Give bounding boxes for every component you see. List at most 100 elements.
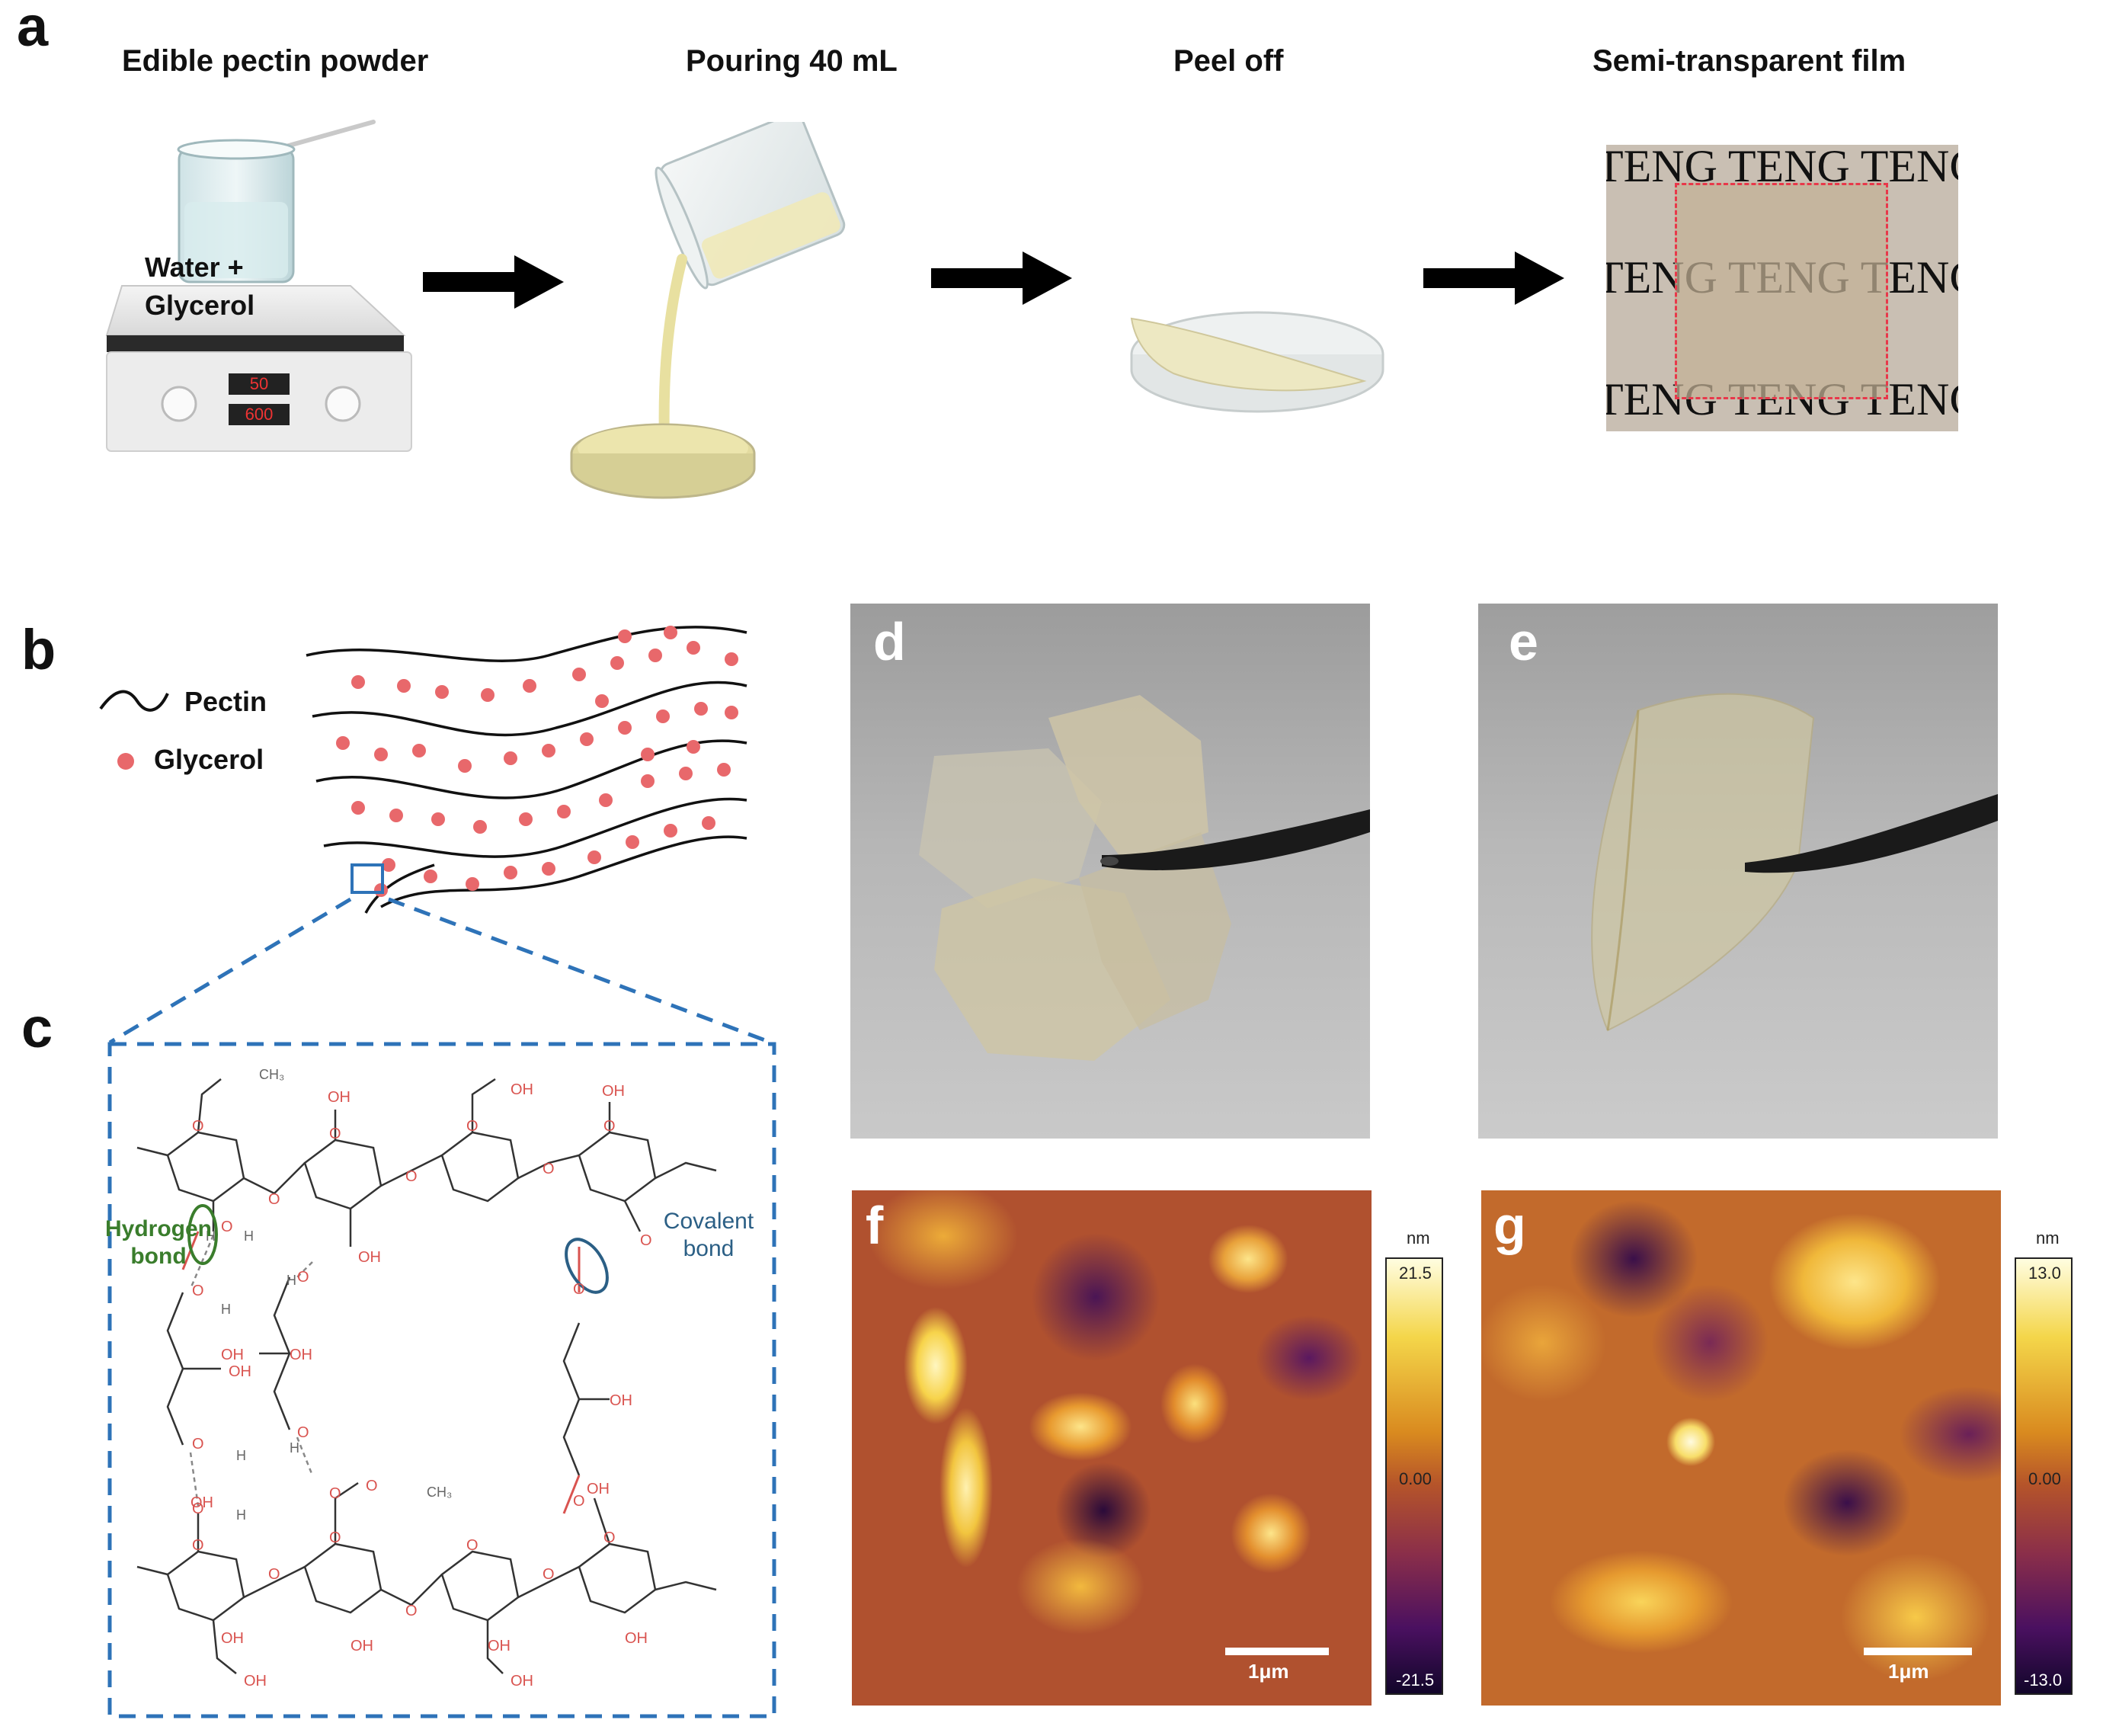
atom-oh: OH <box>190 1494 213 1511</box>
atom-oh: OH <box>350 1638 373 1654</box>
step-title-1: Edible pectin powder <box>122 44 429 78</box>
panel-b-letter: b <box>21 618 56 681</box>
colorbar-f-max: 21.5 <box>1399 1264 1432 1283</box>
atom-oh: OH <box>602 1083 625 1100</box>
panel-f-letter: f <box>866 1196 884 1255</box>
atom-h: H <box>244 1228 254 1244</box>
atom-oh: OH <box>488 1638 511 1654</box>
atom-h: H <box>290 1440 299 1456</box>
atom-o: O <box>543 1161 555 1177</box>
atom-h: H <box>236 1448 246 1463</box>
atom-o: O <box>329 1485 341 1502</box>
colorbar-g-mid: 0.00 <box>2028 1469 2061 1488</box>
atom-o: O <box>192 1283 204 1299</box>
afm-image-f: f 1μm <box>852 1190 1372 1706</box>
pouring-illustration <box>570 122 846 499</box>
afm-image-g: g 1μm <box>1481 1190 2001 1706</box>
panel-g-letter: g <box>1493 1196 1526 1255</box>
display-top-readout: 50 <box>250 374 268 393</box>
pectin-legend-label: Pectin <box>184 686 267 717</box>
scale-bar-f <box>1225 1648 1329 1655</box>
hydrogen-bond-label-line2: bond <box>130 1244 186 1269</box>
atom-ch3: CH₃ <box>427 1485 452 1500</box>
atom-o: O <box>192 1537 204 1554</box>
glycerol-legend-label: Glycerol <box>154 744 264 775</box>
step-title-2: Pouring 40 mL <box>686 44 898 78</box>
colorbar-g-unit: nm <box>2036 1228 2060 1248</box>
photo-d: d <box>850 604 1370 1139</box>
atom-o: O <box>297 1269 309 1286</box>
arrow-icon <box>931 251 1072 305</box>
covalent-bond-label-line1: Covalent <box>664 1209 754 1234</box>
atom-h: H <box>286 1273 296 1288</box>
atom-ch3: CH₃ <box>259 1067 284 1082</box>
photo-e: e <box>1478 604 1998 1139</box>
atom-o: O <box>221 1219 233 1235</box>
atom-oh: OH <box>610 1392 632 1409</box>
pectin-glycerol-schematic <box>306 626 747 914</box>
atom-oh: OH <box>221 1630 244 1647</box>
atom-oh: OH <box>625 1630 648 1647</box>
panel-a-letter: a <box>17 0 49 58</box>
atom-o: O <box>405 1603 418 1619</box>
atom-o: O <box>640 1232 652 1249</box>
atom-o: O <box>466 1537 479 1554</box>
hotplate-stirrer-illustration: 50 600 <box>105 120 412 452</box>
scale-bar-g <box>1864 1648 1972 1655</box>
colorbar-f-min: -21.5 <box>1396 1670 1435 1690</box>
atom-o: O <box>543 1566 555 1583</box>
scale-bar-g-label: 1μm <box>1888 1660 1929 1683</box>
water-glycerol-label: Water + Glycerol <box>145 248 254 325</box>
atom-o: O <box>192 1501 204 1517</box>
colorbar-g <box>2015 1257 2073 1695</box>
water-label: Water + <box>145 251 244 283</box>
atom-o: O <box>329 1529 341 1546</box>
atom-o: O <box>192 1118 204 1135</box>
pectin-structure-diagram: O O O O O O O OH OH OH OH O O OH OH OH O… <box>107 1042 776 1718</box>
panel-e-letter: e <box>1509 612 1538 671</box>
arrow-icon <box>1423 251 1564 305</box>
atom-oh: OH <box>328 1089 350 1106</box>
atom-o: O <box>366 1478 378 1494</box>
colorbar-g-min: -13.0 <box>2024 1670 2063 1690</box>
atom-oh: OH <box>511 1081 533 1098</box>
hydrogen-bond-label-line1: Hydrogen <box>107 1216 212 1241</box>
atom-o: O <box>192 1436 204 1453</box>
colorbar-f-unit: nm <box>1407 1228 1430 1248</box>
step-title-4: Semi-transparent film <box>1592 44 1906 78</box>
atom-o: O <box>405 1168 418 1185</box>
atom-oh: OH <box>358 1249 381 1266</box>
step-title-3: Peel off <box>1173 44 1284 78</box>
pectin-legend-icon <box>99 690 169 712</box>
zoom-dashed-lines <box>108 897 772 1044</box>
atom-oh: OH <box>290 1347 312 1363</box>
atom-o: O <box>268 1191 280 1208</box>
atom-h: H <box>206 1228 216 1244</box>
atom-o: O <box>297 1424 309 1441</box>
colorbar-f <box>1385 1257 1443 1695</box>
glycerol-label: Glycerol <box>145 290 255 321</box>
atom-o: O <box>268 1566 280 1583</box>
film-fragments <box>919 695 1370 1061</box>
atom-o: O <box>329 1126 341 1142</box>
atom-oh: OH <box>221 1347 244 1363</box>
atom-h: H <box>221 1302 231 1317</box>
atom-oh: OH <box>229 1363 251 1380</box>
atom-o: O <box>603 1529 616 1546</box>
arrow-icon <box>423 255 564 309</box>
panel-d-letter: d <box>873 612 906 671</box>
atom-o: O <box>573 1281 585 1298</box>
film-sample-overlay <box>1675 183 1888 399</box>
atom-oh: OH <box>587 1481 610 1497</box>
atom-oh: OH <box>511 1673 533 1690</box>
atom-o: O <box>466 1118 479 1135</box>
bent-film <box>1591 693 1998 1032</box>
colorbar-f-mid: 0.00 <box>1399 1469 1432 1488</box>
colorbar-g-max: 13.0 <box>2028 1264 2061 1283</box>
atom-o: O <box>603 1118 616 1135</box>
atom-h: H <box>236 1507 246 1523</box>
display-bottom-readout: 600 <box>245 405 274 424</box>
panel-c-letter: c <box>21 996 53 1059</box>
film-photo: TENG TENG TENG TENG TENG TENG TENG TENG … <box>1606 145 1958 431</box>
covalent-bond-label-line2: bond <box>683 1236 735 1261</box>
